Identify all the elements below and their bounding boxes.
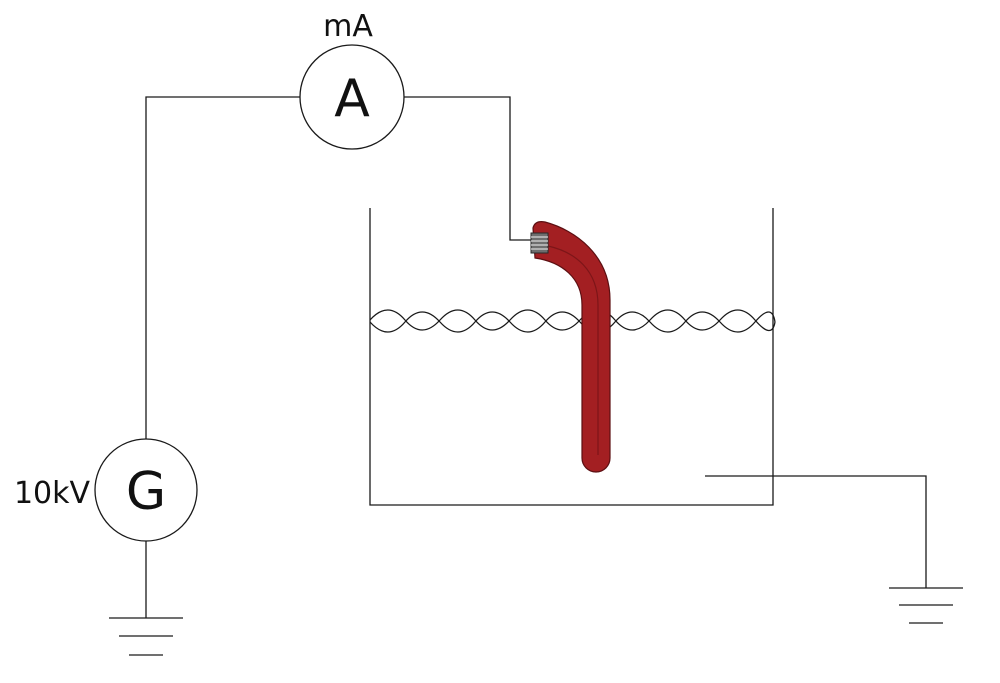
generator-voltage-label: 10kV — [14, 476, 91, 511]
generator-icon: G — [94, 438, 198, 542]
ground-icon — [109, 617, 183, 656]
generator-symbol: G — [126, 462, 166, 522]
circuit-wires — [145, 96, 927, 618]
insulating-tube — [530, 221, 611, 473]
water-surface-wave — [369, 309, 776, 332]
water-bath-container — [369, 208, 774, 506]
electrode-connector-icon — [530, 232, 549, 254]
wire-generator-to-ammeter — [145, 96, 300, 440]
wire-ammeter-to-electrode — [403, 96, 535, 241]
wire-bath-to-ground — [705, 475, 927, 588]
ammeter-unit-label: mA — [323, 9, 373, 44]
ammeter-symbol: A — [334, 69, 370, 129]
ground-icon — [889, 587, 963, 624]
tube-highlight — [547, 245, 599, 455]
generator-circle — [94, 438, 198, 542]
ammeter-circle — [299, 44, 405, 150]
tube-body — [532, 221, 611, 473]
ammeter-icon: A — [299, 44, 405, 150]
water-surface-wave-back — [369, 311, 776, 333]
